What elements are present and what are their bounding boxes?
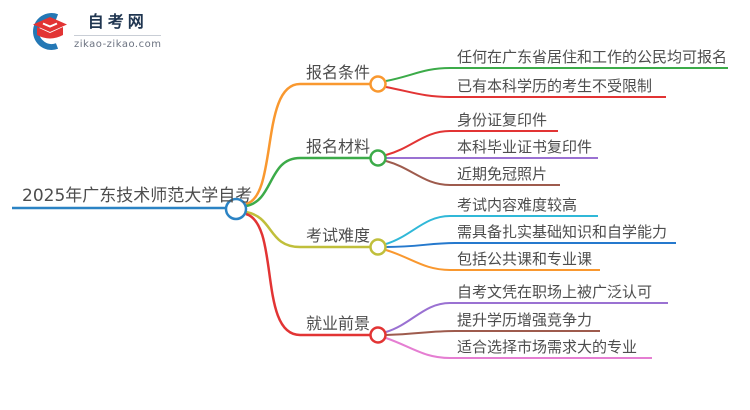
branch-1-child-1-connector bbox=[385, 67, 728, 82]
root-node-label: 2025年广东技术师范大学自考 bbox=[22, 186, 253, 206]
branch-2-child-2-label: 本科毕业证书复印件 bbox=[457, 138, 593, 156]
branch-1-child-2-label: 已有本科学历的考生不受限制 bbox=[457, 77, 653, 95]
branch-4-child-3-connector bbox=[385, 337, 652, 359]
logo-icon bbox=[33, 13, 67, 50]
site-logo: 自考网 zikao-zikao.com bbox=[30, 10, 162, 52]
logo-site-url: zikao-zikao.com bbox=[74, 39, 162, 50]
branch-4-child-1-label: 自考文凭在职场上被广泛认可 bbox=[457, 283, 653, 301]
branch-1-node-circle bbox=[369, 75, 387, 93]
branch-4-child-2-label: 提升学历增强竞争力 bbox=[457, 311, 593, 329]
branch-4-node-circle bbox=[369, 326, 387, 344]
branch-4-child-3-label: 适合选择市场需求大的专业 bbox=[457, 338, 638, 356]
branch-3-child-1-label: 考试内容难度较高 bbox=[457, 196, 578, 214]
root-node-circle bbox=[224, 197, 248, 221]
branch-2-connector bbox=[245, 156, 370, 208]
branch-3-child-3-connector bbox=[385, 249, 600, 271]
branch-4-label: 就业前景 bbox=[306, 314, 371, 333]
crescent-shape bbox=[33, 13, 59, 50]
branch-2-child-3-connector bbox=[385, 160, 560, 186]
branch-4-child-2-connector bbox=[385, 330, 600, 336]
branch-3-child-1-connector bbox=[385, 215, 598, 245]
branch-2-node-circle bbox=[369, 149, 387, 167]
branch-3-child-2-label: 需具备扎实基础知识和自学能力 bbox=[457, 223, 668, 241]
branch-3-connector bbox=[245, 210, 370, 249]
logo-divider bbox=[74, 35, 162, 36]
graduation-cap-icon bbox=[33, 17, 67, 39]
branch-3-label: 考试难度 bbox=[306, 226, 371, 245]
logo-site-name: 自考网 bbox=[87, 12, 148, 31]
branch-3-child-2-connector bbox=[385, 242, 676, 248]
branch-2-child-3-label: 近期免冠照片 bbox=[457, 165, 548, 183]
branch-2-label: 报名材料 bbox=[306, 137, 371, 156]
branch-2-child-1-label: 身份证复印件 bbox=[457, 111, 548, 129]
branch-4-child-1-connector bbox=[385, 302, 668, 333]
branch-1-child-2-connector bbox=[385, 86, 666, 98]
branch-3-child-3-label: 包括公共课和专业课 bbox=[457, 250, 593, 268]
branch-4-connector bbox=[245, 212, 370, 337]
branch-3-node-circle bbox=[369, 238, 387, 256]
branch-1-label: 报名条件 bbox=[306, 63, 371, 82]
branch-1-connector bbox=[245, 82, 370, 206]
branch-2-child-1-connector bbox=[385, 130, 558, 156]
branch-1-child-1-label: 任何在广东省居住和工作的公民均可报名 bbox=[457, 48, 728, 66]
logo-text-block: 自考网 zikao-zikao.com bbox=[74, 12, 162, 50]
